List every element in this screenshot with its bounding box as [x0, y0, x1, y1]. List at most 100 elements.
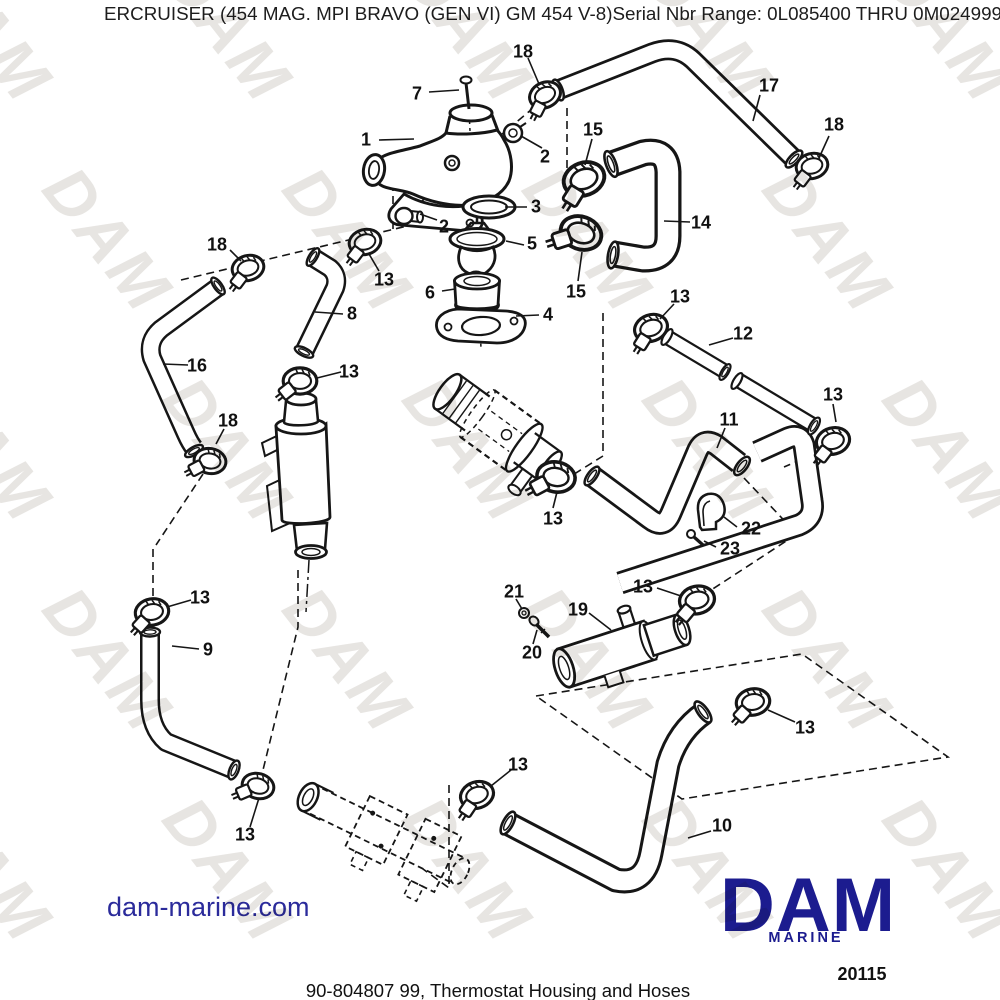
hose-11	[585, 425, 824, 594]
bolt-7	[459, 75, 473, 110]
clip-22	[696, 492, 726, 532]
leader-line	[532, 629, 538, 645]
cooler-cylinder	[260, 391, 332, 560]
leader-line	[716, 427, 726, 449]
leader-line	[316, 371, 342, 379]
watermark-text: DAM	[989, 153, 1000, 326]
thermostat-5	[448, 217, 506, 280]
watermark-text: DAM	[0, 363, 67, 536]
part-label: 13	[670, 287, 690, 307]
watermark-text: DAM	[749, 573, 907, 746]
watermark-text: DAM	[0, 783, 67, 956]
brand-logo-subtext: MARINE	[768, 930, 843, 946]
part-label: 14	[691, 213, 711, 233]
part-label: 13	[823, 385, 843, 405]
part-label: 13	[235, 825, 255, 845]
part-label: 13	[190, 588, 210, 608]
brand-logo-text: DAM	[720, 863, 896, 948]
part-label: 18	[513, 42, 533, 62]
bolt-20	[528, 615, 551, 639]
part-label: 13	[339, 362, 359, 382]
watermark-text: DAM	[29, 573, 187, 746]
hose-14	[607, 138, 682, 273]
leader-line	[659, 303, 675, 320]
part-label: 23	[720, 539, 740, 559]
watermark-text: DAM	[389, 783, 547, 956]
leader-line	[368, 253, 380, 272]
leader-line	[767, 709, 796, 723]
part-label: 21	[504, 582, 524, 602]
leader-line	[441, 288, 456, 292]
part-label: 6	[425, 283, 435, 303]
part-label: 19	[568, 600, 588, 620]
page-header-title: ERCRUISER (454 MAG. MPI BRAVO (GEN VI) G…	[104, 3, 1000, 24]
part-label: 1	[361, 130, 371, 150]
part-label: 10	[712, 816, 732, 836]
leader-line	[419, 213, 438, 221]
watermark-text: DAM	[869, 363, 1000, 536]
leader-line	[663, 220, 691, 223]
leader-line	[527, 57, 540, 85]
part-label: 8	[347, 304, 357, 324]
leader-line	[314, 311, 344, 315]
leader-line	[229, 249, 242, 262]
leader-line	[490, 769, 512, 787]
leader-line	[166, 599, 192, 608]
watermark-text: DAM	[989, 993, 1000, 1000]
leader-line	[832, 403, 837, 423]
part-label: 18	[218, 411, 238, 431]
leader-line	[752, 94, 761, 122]
part-label: 3	[531, 197, 541, 217]
hidden-fitting-assembly	[432, 372, 563, 497]
leader-line	[515, 598, 523, 610]
page-caption: 90-804807 99, Thermostat Housing and Hos…	[306, 980, 690, 1000]
plug-2-left	[394, 206, 424, 226]
part-label: 5	[527, 234, 537, 254]
gasket-4	[435, 307, 527, 345]
leader-line	[171, 645, 200, 650]
leader-line	[162, 363, 189, 366]
leader-line	[552, 491, 558, 509]
leader-line	[505, 240, 525, 246]
watermark-text: DAM	[149, 783, 307, 956]
hidden-manifold	[296, 781, 471, 903]
leader-line	[588, 612, 612, 631]
leader-line	[656, 587, 682, 597]
part-label: 13	[543, 509, 563, 529]
watermark-text: DAM	[749, 153, 907, 326]
hose-16	[140, 278, 224, 455]
part-label: 17	[759, 76, 779, 96]
leader-line	[249, 797, 260, 828]
hose-10	[503, 702, 712, 894]
part-label: 13	[633, 577, 653, 597]
leader-line	[703, 540, 717, 548]
part-label: 20	[522, 643, 542, 663]
part-label: 16	[187, 356, 207, 376]
leader-line	[428, 89, 460, 93]
hose-17	[554, 39, 801, 166]
part-label: 2	[540, 147, 550, 167]
part-label: 2	[439, 217, 449, 237]
part-label: 13	[374, 270, 394, 290]
leader-line	[687, 830, 712, 839]
leader-line	[708, 337, 734, 346]
watermark-text: DAM	[269, 573, 427, 746]
leader-line	[515, 314, 540, 317]
watermark-text: DAM	[989, 573, 1000, 746]
part-label: 7	[412, 84, 422, 104]
hose-openings	[138, 78, 822, 836]
part-label: 9	[203, 640, 213, 660]
leader-line	[577, 251, 583, 282]
leader-line	[520, 135, 543, 149]
screw-23	[686, 529, 705, 547]
leader-line	[378, 138, 415, 141]
part-label: 18	[207, 235, 227, 255]
part-label: 12	[733, 324, 753, 344]
leader-line	[723, 516, 738, 528]
part-label: 13	[508, 755, 528, 775]
plug-2-right	[502, 122, 527, 144]
website-link[interactable]: dam-marine.com	[107, 892, 310, 922]
hose-9	[140, 633, 236, 779]
leader-line	[584, 138, 593, 166]
